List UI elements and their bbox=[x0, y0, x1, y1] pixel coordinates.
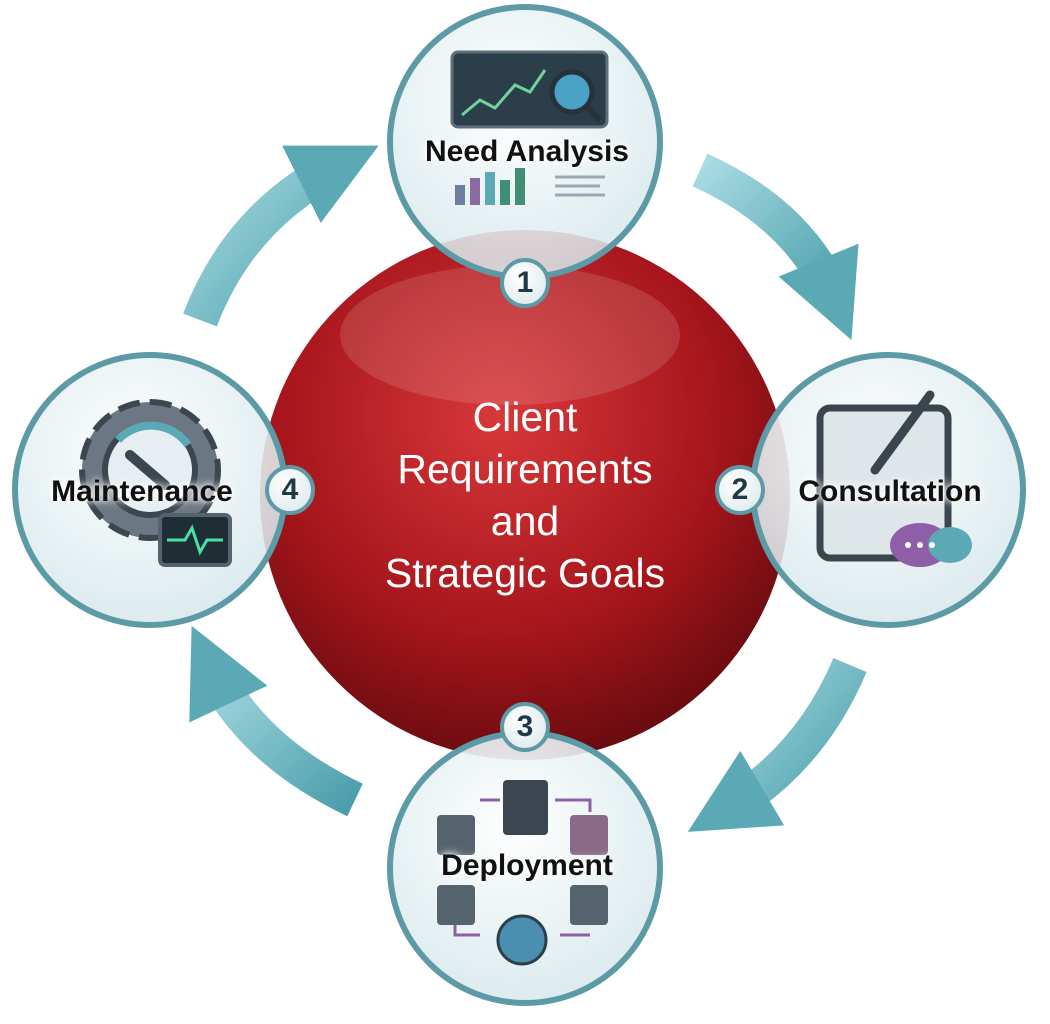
arrow-2-to-3 bbox=[687, 657, 867, 832]
cycle-arrows bbox=[183, 145, 867, 832]
step-2-label: Consultation bbox=[798, 475, 982, 508]
step-4-badge: 4 bbox=[265, 465, 315, 515]
analytics-dashboard-icon bbox=[450, 50, 609, 205]
step-4-label: Maintenance bbox=[51, 475, 233, 508]
center-line-1: Client bbox=[472, 394, 578, 440]
arrow-4-to-1 bbox=[183, 145, 379, 327]
center-line-2: Requirements bbox=[397, 446, 653, 492]
center-line-3: and bbox=[490, 498, 560, 544]
gear-wrench-monitor-icon bbox=[79, 399, 232, 567]
step-2-badge: 2 bbox=[715, 465, 765, 515]
servers-globe-icon bbox=[437, 780, 608, 966]
step-3-badge: 3 bbox=[500, 702, 550, 752]
step-1-label: Need Analysis bbox=[425, 135, 629, 168]
step-3-label: Deployment bbox=[441, 849, 613, 882]
central-sphere bbox=[260, 230, 790, 760]
center-line-4: Strategic Goals bbox=[384, 550, 666, 596]
arrow-1-to-2 bbox=[692, 153, 859, 340]
arrow-3-to-4 bbox=[189, 625, 363, 817]
central-goal-text: Client Requirements and Strategic Goals bbox=[315, 391, 735, 599]
step-1-badge: 1 bbox=[500, 258, 550, 308]
tablet-pen-chat-icon bbox=[816, 390, 972, 567]
